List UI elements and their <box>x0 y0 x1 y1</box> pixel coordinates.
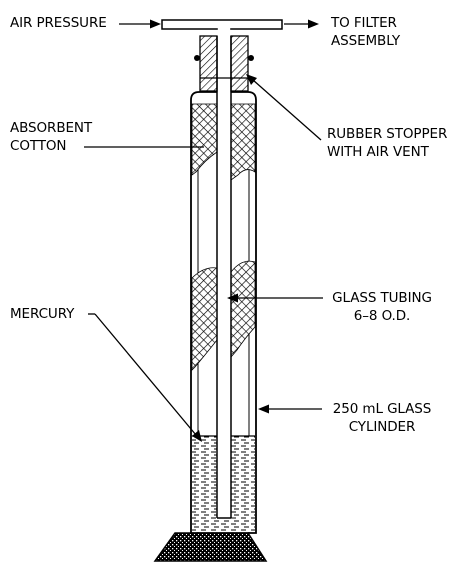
label-mercury: MERCURY <box>10 306 75 322</box>
label-cylinder: CYLINDER <box>348 419 416 435</box>
glass-tubing <box>216 28 232 519</box>
label-absorbent: ABSORBENT <box>10 120 93 136</box>
air-pressure-arrow <box>119 19 161 29</box>
tubing-leader <box>227 293 323 303</box>
tee-connector <box>161 19 283 31</box>
label-glass-tubing: GLASS TUBING <box>332 290 432 306</box>
filter-assembly-arrow <box>284 19 319 29</box>
cylinder-base <box>153 532 268 562</box>
cylinder-leader <box>258 404 322 414</box>
mercury-leader <box>88 313 202 442</box>
stopper-leader <box>246 74 322 141</box>
label-cotton: COTTON <box>10 138 67 154</box>
label-with-air-vent: WITH AIR VENT <box>327 144 429 160</box>
rubber-stopper <box>194 35 254 92</box>
label-air-pressure: AIR PRESSURE <box>10 15 107 31</box>
label-rubber-stopper: RUBBER STOPPER <box>327 126 448 142</box>
absorbent-cotton <box>191 103 256 371</box>
label-assembly: ASSEMBLY <box>331 33 400 49</box>
label-tubing-od: 6–8 O.D. <box>353 308 411 324</box>
label-glass-cylinder: 250 mL GLASS <box>332 401 432 417</box>
label-to-filter: TO FILTER <box>331 15 397 31</box>
